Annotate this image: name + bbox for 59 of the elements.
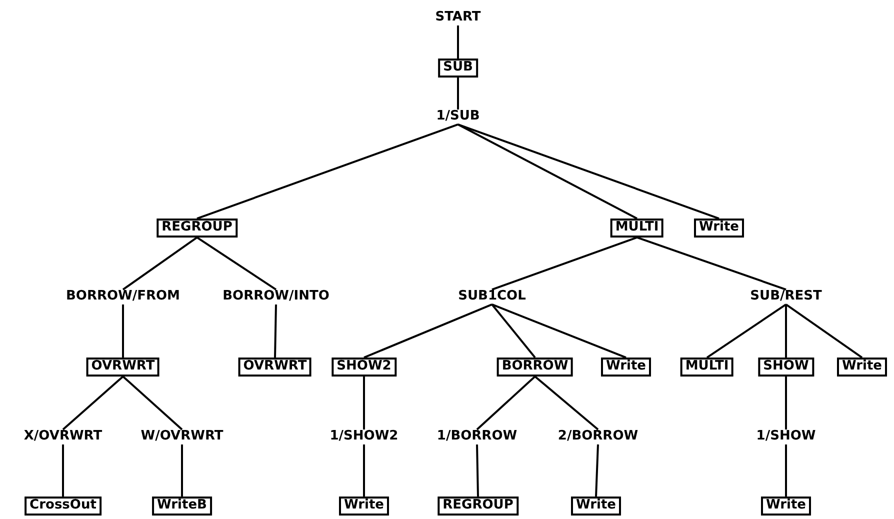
goal-label: 2/BORROW	[556, 430, 640, 444]
goal-label: 1/SHOW2	[328, 430, 400, 444]
connector-line	[62, 376, 124, 430]
procedure-box: Write	[837, 358, 887, 376]
connector-line	[181, 444, 183, 497]
goal-label: 1/BORROW	[436, 430, 518, 444]
connector-line	[785, 376, 787, 430]
connector-line	[458, 124, 638, 220]
connector-line	[122, 304, 124, 358]
procedure-box: OVRWRT	[86, 358, 160, 376]
connector-line	[457, 25, 459, 59]
goal-label: START	[434, 10, 482, 26]
procedure-box: MULTI	[680, 358, 734, 376]
connector-line	[706, 304, 787, 358]
connector-line	[595, 444, 599, 497]
connector-line	[492, 304, 626, 358]
connector-line	[534, 376, 599, 430]
connector-line	[491, 304, 536, 358]
procedure-box: Write	[339, 496, 389, 516]
goal-label: 1/SHOW	[755, 430, 817, 444]
procedure-box: Write	[761, 496, 811, 516]
connector-line	[785, 304, 787, 358]
procedure-box: Write	[694, 218, 744, 238]
connector-line	[492, 236, 638, 290]
connector-line	[785, 304, 863, 358]
connector-line	[785, 444, 787, 497]
procedure-box: SUB	[438, 58, 478, 78]
connector-line	[196, 124, 458, 220]
connector-line	[457, 77, 459, 110]
connector-line	[274, 304, 277, 358]
procedure-box: OVRWRT	[238, 358, 312, 376]
procedure-box: Write	[571, 496, 621, 516]
connector-line	[122, 376, 183, 430]
goal-label: SUB/REST	[749, 290, 823, 304]
connector-line	[476, 444, 479, 497]
goal-label: X/OVRWRT	[22, 430, 104, 444]
goal-label: 1/SUB	[435, 110, 481, 124]
connector-line	[476, 376, 536, 430]
procedure-box: Write	[601, 358, 651, 376]
connector-line	[363, 444, 365, 497]
connector-line	[122, 236, 198, 290]
goal-label: SUB1COL	[457, 290, 527, 304]
procedure-box: CrossOut	[24, 496, 102, 516]
connector-line	[364, 304, 492, 358]
goal-label: W/OVRWRT	[140, 430, 224, 444]
procedure-box: SHOW2	[332, 358, 396, 376]
procedure-box: WriteB	[152, 496, 212, 516]
connector-line	[636, 236, 786, 290]
connector-line	[458, 124, 720, 220]
procedure-box: MULTI	[610, 218, 664, 238]
goal-label: BORROW/INTO	[222, 290, 330, 304]
procedure-box: SHOW	[758, 358, 814, 376]
procedure-box: REGROUP	[438, 496, 518, 516]
procedure-box: BORROW	[496, 358, 574, 376]
connector-line	[196, 236, 277, 290]
procedure-box: REGROUP	[156, 218, 238, 238]
goal-label: BORROW/FROM	[65, 290, 181, 304]
connector-line	[363, 376, 365, 430]
connector-line	[62, 444, 64, 497]
